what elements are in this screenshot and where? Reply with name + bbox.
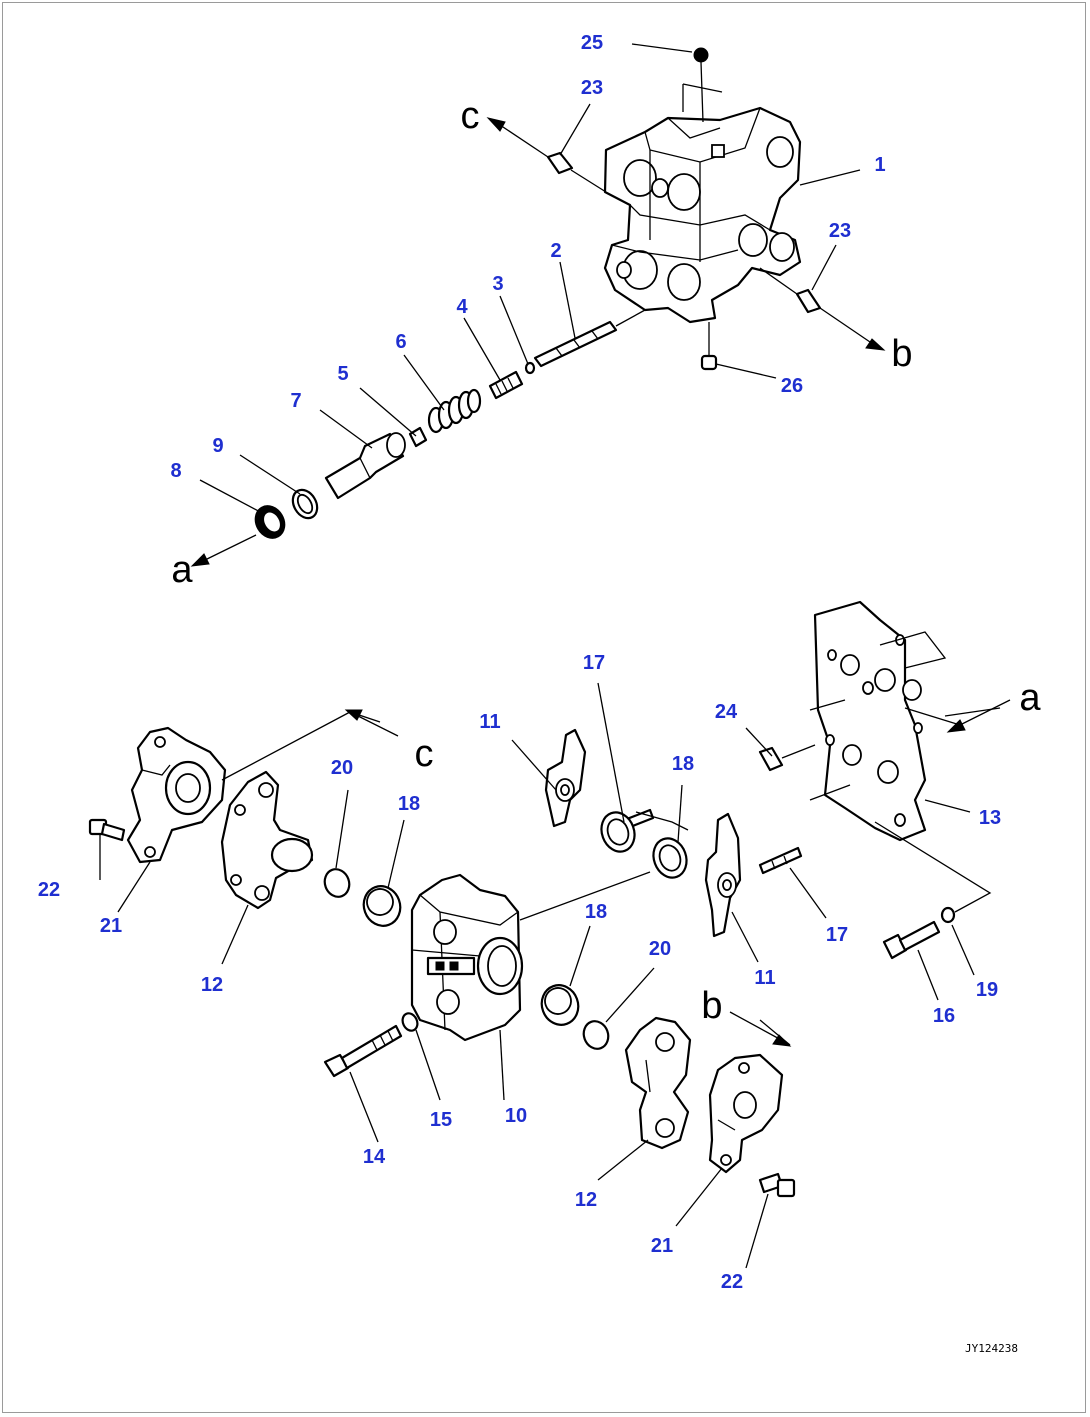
callout-18-upper: 18 bbox=[672, 753, 694, 775]
lever-part-11-upper bbox=[544, 728, 587, 828]
drawing-code: JY124238 bbox=[965, 1342, 1018, 1355]
bracket-part-21-left bbox=[126, 726, 227, 864]
cap-part-20-left bbox=[323, 868, 351, 898]
housing-part-10 bbox=[410, 873, 524, 1042]
ref-letter-c-top: c bbox=[461, 95, 480, 137]
callout-16: 16 bbox=[933, 1005, 955, 1027]
callout-26: 26 bbox=[781, 375, 803, 397]
plug-part-25 bbox=[682, 47, 723, 123]
callout-21-right: 21 bbox=[651, 1235, 673, 1257]
pin-part-24 bbox=[758, 744, 816, 772]
spring-part-4 bbox=[488, 370, 524, 400]
callout-11-upper: 11 bbox=[479, 711, 500, 733]
callout-25: 25 bbox=[581, 32, 603, 54]
ref-letter-b-bottom: b bbox=[701, 985, 722, 1027]
callout-19: 19 bbox=[976, 979, 998, 1001]
callout-10: 10 bbox=[505, 1105, 527, 1127]
callout-22-right: 22 bbox=[721, 1271, 743, 1293]
spring-part-6 bbox=[427, 388, 482, 434]
callout-8: 8 bbox=[170, 460, 181, 482]
arrow-b-top bbox=[819, 307, 886, 351]
ref-letter-a-bottom: a bbox=[1019, 677, 1041, 719]
callout-17-lower: 17 bbox=[826, 924, 848, 946]
callout-21-left: 21 bbox=[100, 915, 122, 937]
plunger-part-7 bbox=[324, 432, 406, 500]
arrow-c-top bbox=[486, 117, 549, 158]
ref-letter-c-bottom: c bbox=[415, 733, 434, 775]
callout-12-left: 12 bbox=[201, 974, 223, 996]
lever-part-11-lower bbox=[704, 812, 742, 938]
plate-part-13 bbox=[809, 600, 961, 842]
piston-part-3 bbox=[524, 361, 536, 375]
callout-1: 1 bbox=[874, 154, 885, 176]
callout-3: 3 bbox=[492, 273, 503, 295]
cover-part-12-right bbox=[624, 1016, 692, 1150]
cover-part-12-left bbox=[220, 770, 314, 910]
callout-2: 2 bbox=[550, 240, 561, 262]
callout-20-right: 20 bbox=[649, 938, 671, 960]
callout-18-lower: 18 bbox=[585, 901, 607, 923]
arrow-c-bottom bbox=[344, 709, 399, 737]
washer-part-15 bbox=[401, 1012, 419, 1032]
connection-reference-letters: c b a a c b bbox=[171, 95, 1041, 1027]
o-ring-part-9 bbox=[291, 488, 319, 520]
callout-15: 15 bbox=[430, 1109, 452, 1131]
callout-23-right: 23 bbox=[829, 220, 851, 242]
callout-7: 7 bbox=[290, 390, 301, 412]
part-number-callouts: 1 2 3 4 5 6 7 8 9 10 11 11 12 12 13 14 1… bbox=[38, 32, 1001, 1293]
callout-4: 4 bbox=[456, 296, 468, 318]
callout-6: 6 bbox=[395, 331, 406, 353]
washer-part-19 bbox=[874, 821, 992, 924]
arrow-a-bottom bbox=[946, 699, 1011, 733]
callout-22-left: 22 bbox=[38, 879, 60, 901]
callout-18-left: 18 bbox=[398, 793, 420, 815]
pin-part-23-left bbox=[546, 151, 607, 193]
nut-part-8 bbox=[254, 505, 286, 539]
bracket-part-21-right bbox=[708, 1053, 784, 1174]
arrow-b-bottom bbox=[729, 1011, 792, 1047]
callout-17-upper: 17 bbox=[583, 652, 605, 674]
bolt-part-14 bbox=[323, 1024, 403, 1078]
plug-part-26 bbox=[700, 322, 718, 371]
callout-24: 24 bbox=[715, 701, 738, 723]
cap-part-20-right bbox=[582, 1020, 610, 1050]
callout-13: 13 bbox=[979, 807, 1001, 829]
pin-part-17-lower bbox=[758, 846, 803, 875]
callout-20-left: 20 bbox=[331, 757, 353, 779]
leader-lines bbox=[99, 43, 975, 1269]
arrow-a-top bbox=[190, 534, 257, 567]
bushing-part-18-d bbox=[540, 984, 580, 1026]
ref-letter-b-top: b bbox=[891, 333, 912, 375]
bushing-part-18-b bbox=[519, 837, 688, 921]
callout-12-right: 12 bbox=[575, 1189, 597, 1211]
callout-11-lower: 11 bbox=[754, 967, 775, 989]
seat-part-5 bbox=[408, 426, 428, 448]
callout-14: 14 bbox=[363, 1146, 386, 1168]
valve-body-part-1 bbox=[603, 106, 802, 324]
bushing-part-18-c bbox=[362, 885, 402, 927]
bushing-part-18-a bbox=[600, 811, 689, 853]
ref-letter-a-top: a bbox=[171, 549, 193, 591]
bolt-part-16 bbox=[882, 920, 941, 960]
spool-part-2 bbox=[533, 309, 646, 368]
callout-9: 9 bbox=[212, 435, 223, 457]
bolt-part-22-left bbox=[88, 818, 126, 842]
callout-23-left: 23 bbox=[581, 77, 603, 99]
bolt-part-22-right bbox=[758, 1172, 796, 1198]
pin-part-23-right bbox=[759, 267, 822, 314]
callout-5: 5 bbox=[337, 363, 348, 385]
